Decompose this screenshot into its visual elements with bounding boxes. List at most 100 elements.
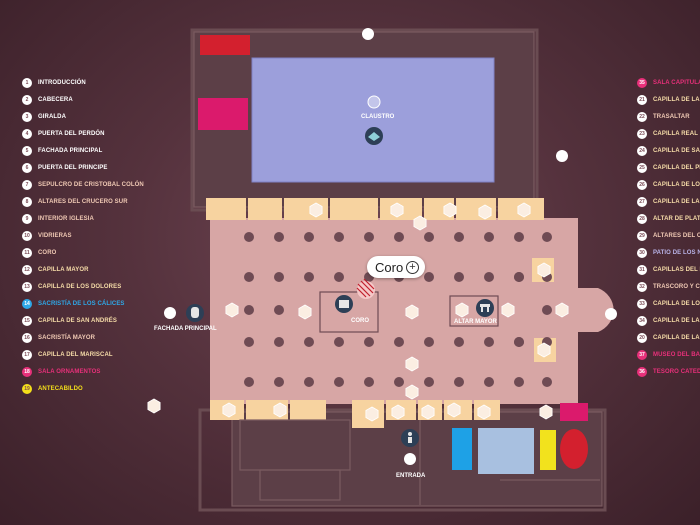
claustro-number-badge[interactable] bbox=[367, 95, 381, 109]
coro-organ-icon[interactable] bbox=[335, 295, 353, 313]
column bbox=[274, 232, 284, 242]
legend-number-badge: 19 bbox=[22, 383, 32, 394]
column bbox=[304, 272, 314, 282]
hotspot-hexagon[interactable] bbox=[455, 302, 469, 318]
hotspot-hexagon[interactable] bbox=[405, 304, 419, 320]
legend-label: CAPILLA REAL bbox=[653, 130, 698, 137]
column bbox=[394, 232, 404, 242]
room-lightblue[interactable] bbox=[478, 428, 534, 474]
hotspot-hexagon[interactable] bbox=[537, 342, 551, 358]
external-circle-markers[interactable] bbox=[164, 28, 617, 465]
legend-number-badge: 12 bbox=[22, 264, 32, 275]
room-yellow-antecabildo[interactable] bbox=[540, 430, 556, 470]
hotspot-hexagon[interactable] bbox=[390, 202, 404, 218]
hotspot-hexagon[interactable] bbox=[405, 356, 419, 372]
fachada-door-icon[interactable] bbox=[186, 304, 204, 322]
map-hotspots[interactable] bbox=[147, 202, 569, 422]
hotspot-hexagon[interactable] bbox=[421, 404, 435, 420]
legend-number-badge: 22 bbox=[637, 111, 647, 122]
hotspot-hexagon[interactable] bbox=[478, 204, 492, 220]
room-magenta-small[interactable] bbox=[560, 403, 588, 421]
hotspot-hexagon[interactable] bbox=[273, 402, 287, 418]
hotspot-hexagon[interactable] bbox=[225, 302, 239, 318]
hotspot-hexagon[interactable] bbox=[501, 302, 515, 318]
coro-tooltip[interactable]: Coro + bbox=[367, 256, 425, 278]
hotspot-hexagon[interactable] bbox=[405, 384, 419, 400]
hotspot-hexagon[interactable] bbox=[537, 262, 551, 278]
hotspot-hexagon[interactable] bbox=[517, 202, 531, 218]
plus-icon[interactable]: + bbox=[406, 260, 419, 274]
legend-label: CAPILLA DE SAN ANDRÉS bbox=[38, 317, 117, 324]
entrada-person-icon[interactable] bbox=[401, 429, 419, 447]
claustro-area[interactable] bbox=[251, 57, 495, 183]
hotspot-hexagon[interactable] bbox=[147, 398, 161, 414]
claustro-stairs-icon[interactable] bbox=[365, 127, 383, 145]
legend-number-badge: 14 bbox=[22, 298, 32, 309]
room-red-oval[interactable] bbox=[560, 429, 588, 469]
legend-label: CAPILLA MAYOR bbox=[38, 266, 89, 273]
hotspot-hexagon[interactable] bbox=[298, 304, 312, 320]
room-35-sala-capitular[interactable] bbox=[198, 98, 248, 130]
hotspot-hexagon[interactable] bbox=[413, 215, 427, 231]
hotspot-hexagon[interactable] bbox=[391, 404, 405, 420]
hotspot-hexagon[interactable] bbox=[539, 404, 553, 420]
hotspot-hexagon[interactable] bbox=[365, 406, 379, 422]
chapels-north[interactable] bbox=[206, 198, 544, 220]
hotspot-hexagon[interactable] bbox=[309, 202, 323, 218]
hotspot-hexagon[interactable] bbox=[222, 402, 236, 418]
nave-interior[interactable] bbox=[210, 218, 614, 404]
column bbox=[334, 232, 344, 242]
hotspot-hexagon[interactable] bbox=[555, 302, 569, 318]
altar-table-icon[interactable] bbox=[476, 299, 494, 317]
room-36-tesoro[interactable] bbox=[200, 35, 250, 55]
altar-enclosure[interactable] bbox=[449, 295, 499, 327]
room-blue-sacristia[interactable] bbox=[452, 428, 472, 470]
legend-left-item[interactable]: 12 CAPILLA MAYOR bbox=[22, 261, 144, 278]
legend-label: MUSEO DEL BAC bbox=[653, 351, 700, 358]
column bbox=[274, 305, 284, 315]
selected-marker[interactable] bbox=[356, 278, 375, 299]
coro-enclosure[interactable] bbox=[319, 291, 379, 333]
hotspot-hexagon[interactable] bbox=[477, 404, 491, 420]
column bbox=[484, 272, 494, 282]
hotspot-hexagon[interactable] bbox=[447, 402, 461, 418]
hotspot-hexagon[interactable] bbox=[443, 202, 457, 218]
